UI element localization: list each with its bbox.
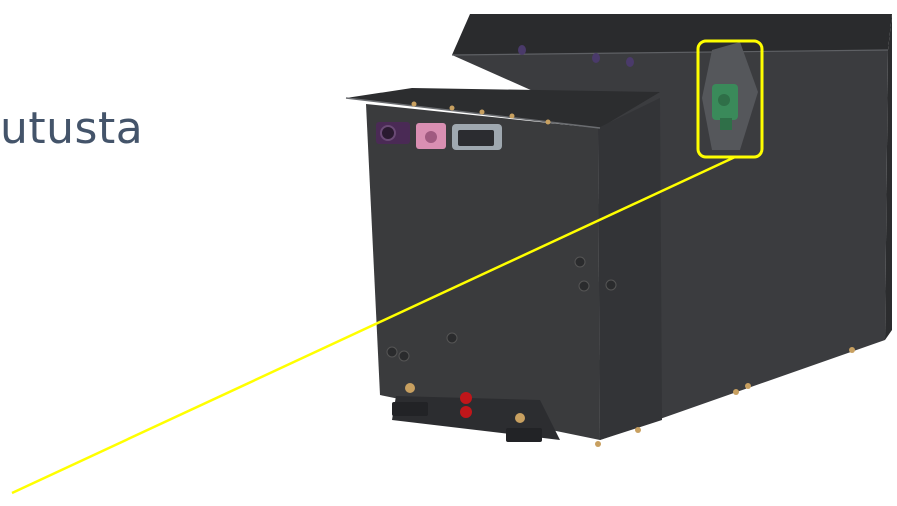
connector-grey [452, 124, 502, 150]
rear-housing-top [452, 14, 892, 55]
bottom-bracket [392, 383, 560, 442]
highlight-box [696, 39, 764, 159]
slide-title-fragment: utusta [0, 103, 144, 154]
front-box-side-shade [598, 98, 662, 440]
sensor-module [712, 84, 738, 130]
callout-leader-line [11, 155, 736, 495]
bottom-pins [595, 347, 855, 447]
rear-housing-right-face [885, 14, 892, 340]
front-box-top [346, 88, 660, 128]
front-box-front-face [366, 104, 600, 440]
rear-housing-front-face [452, 50, 888, 440]
rear-face-holes [518, 45, 634, 67]
red-indicators [460, 392, 472, 418]
connector-pink [416, 123, 446, 149]
side-fasteners [386, 256, 617, 362]
top-bolts [411, 101, 551, 125]
connector-purple [376, 122, 410, 144]
